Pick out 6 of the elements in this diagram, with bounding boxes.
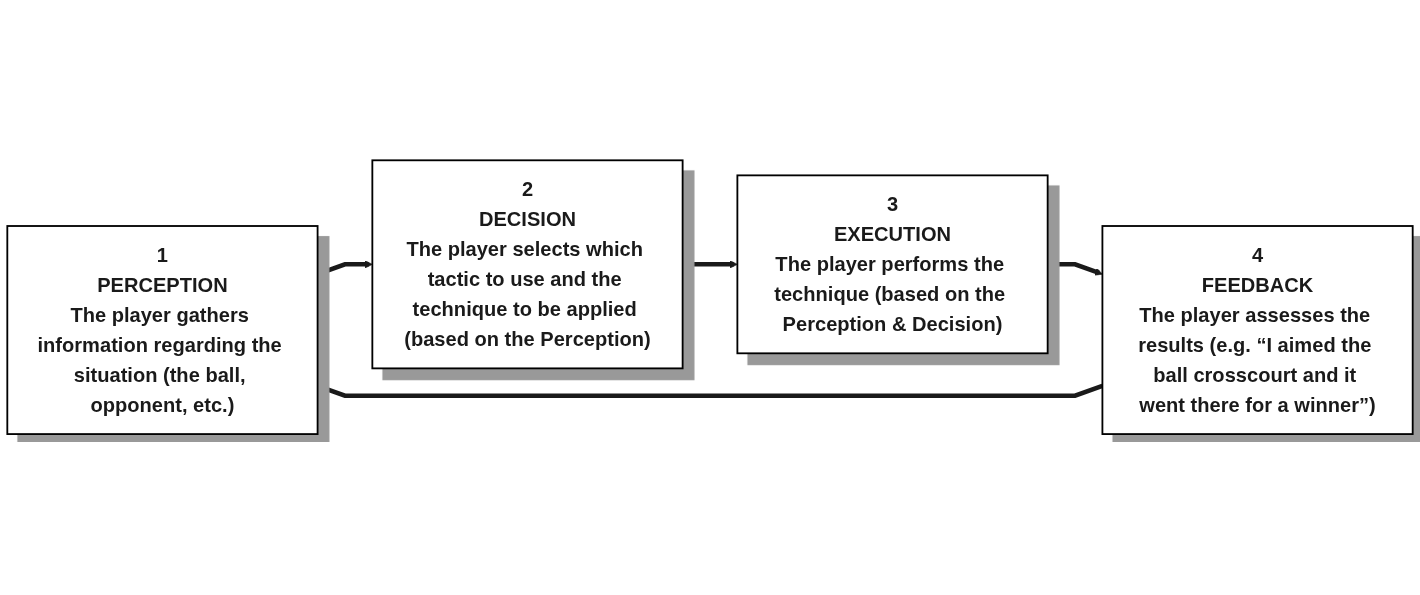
node-box: 2 DECISION The player selects which tactic to use and the technique to be applied (based on the Perception) xyxy=(371,159,684,370)
arrow xyxy=(1047,262,1103,276)
arrow xyxy=(682,260,738,269)
node-box: 4 FEEDBACK The player assesses the results (e.g. “I aimed the ball crosscourt and it went there for a winner”) xyxy=(1101,225,1414,436)
node-box: 3 EXECUTION The player performs the technique (based on the Perception & Decision) xyxy=(736,174,1049,355)
node-box: 1 PERCEPTION The player gathers information regarding the situation (the ball, opponent, etc.) xyxy=(6,225,319,436)
